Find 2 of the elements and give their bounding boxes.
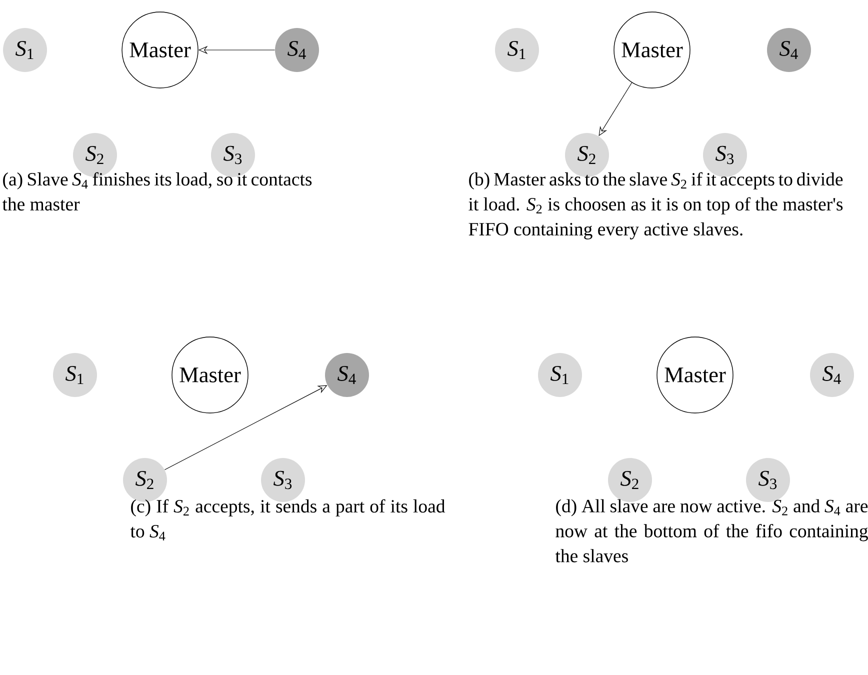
caption: (d) All slave are now active. S$_{2}$ and S$_{4}$ are now at the bottom of the fifo containing the slaves (555, 499, 868, 562)
caption: (c) If S$_{2}$ accepts, it sends a part of its load to S$_{4}$ (130, 499, 446, 540)
